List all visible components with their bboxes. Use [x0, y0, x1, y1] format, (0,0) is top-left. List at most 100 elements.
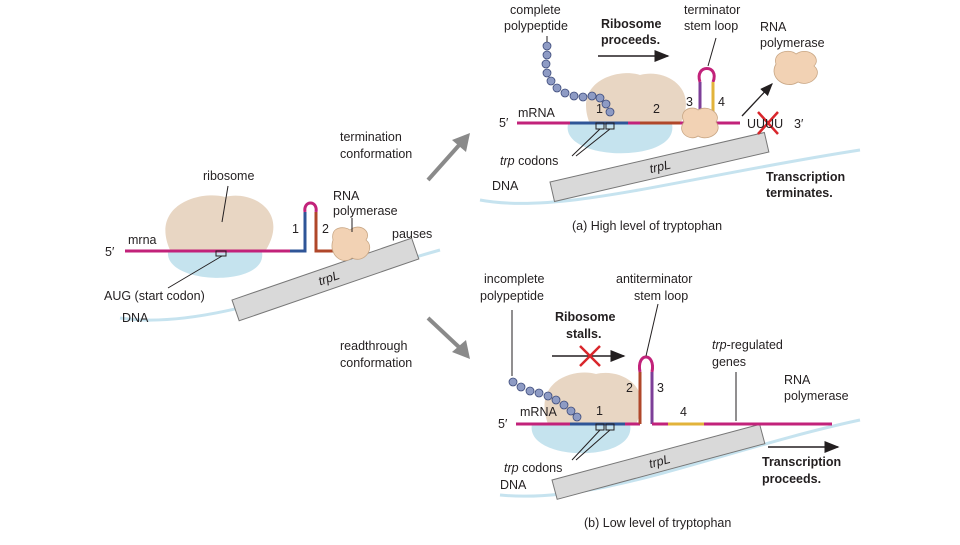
b-trp-codons-label: trp codons: [504, 461, 562, 475]
a-region4-label: 4: [718, 95, 725, 109]
a-codons-text: codons: [515, 154, 559, 168]
left-aug-label: AUG (start codon): [104, 289, 205, 303]
b-dna-label: DNA: [500, 478, 527, 492]
readthrough-line1: readthrough: [340, 339, 407, 353]
b-incomplete-line1: incomplete: [484, 272, 544, 286]
b-trp-pointer-2: [575, 429, 611, 461]
a-dna-label: DNA: [492, 179, 519, 193]
panel-b-low-tryptophan: trpL incomplete polypeptide Ribosome s: [480, 272, 861, 530]
b-proceeds-line2: proceeds.: [762, 472, 821, 486]
a-region1-label: 1: [596, 102, 603, 116]
b-trpl-gene-box: trpL: [551, 423, 766, 500]
a-mrna-label: mRNA: [518, 106, 555, 120]
b-codons-text: codons: [519, 461, 563, 475]
left-region-2: [314, 212, 334, 253]
a-region2-label: 2: [653, 102, 660, 116]
middle-transitions: termination conformation readthrough con…: [340, 130, 470, 370]
b-region4-label: 4: [680, 405, 687, 419]
a-proceeds-line1: Ribosome: [601, 17, 661, 31]
left-ribosome-lower: [167, 252, 263, 278]
a-terminates-line2: terminates.: [766, 186, 833, 200]
termination-arrow-shaft: [426, 141, 463, 182]
a-ribosome-lower: [567, 124, 673, 154]
readthrough-arrow-head: [452, 340, 470, 359]
left-rna-pol-line2: polymerase: [333, 204, 398, 218]
left-region1-label: 1: [292, 222, 299, 236]
b-antiterminator-line2: stem loop: [634, 289, 688, 303]
b-incomplete-polypeptide: [508, 377, 582, 422]
termination-line2: conformation: [340, 147, 412, 161]
a-complete-line1: complete: [510, 3, 561, 17]
left-ribosome-upper: [165, 195, 274, 250]
a-three-prime: 3′: [794, 117, 804, 131]
a-complete-line2: polypeptide: [504, 19, 568, 33]
left-ribosome-label: ribosome: [203, 169, 254, 183]
readthrough-line2: conformation: [340, 356, 412, 370]
a-released-rna-polymerase: [773, 50, 818, 85]
left-aug-codon-box: [215, 250, 227, 257]
a-release-arrow: [741, 83, 773, 117]
a-five-prime: 5′: [499, 116, 509, 130]
b-proceeds-line1: Transcription: [762, 455, 841, 469]
left-gene-label: trpL: [317, 268, 342, 288]
a-gene-label: trpL: [648, 158, 672, 176]
left-trpl-gene-box: trpL: [231, 237, 420, 322]
a-rna-pol-line2: polymerase: [760, 36, 825, 50]
a-trpl-gene-box: trpL: [549, 131, 770, 203]
a-region3-label: 3: [686, 95, 693, 109]
left-five-prime: 5′: [105, 245, 115, 259]
b-red-x-2: [579, 345, 601, 367]
b-five-prime: 5′: [498, 417, 508, 431]
b-region1-label: 1: [596, 404, 603, 418]
a-rna-pol-line1: RNA: [760, 20, 787, 34]
left-ribosome-pointer: [221, 185, 229, 223]
b-regulated-line2: genes: [712, 355, 746, 369]
b-dna-strand: [499, 418, 861, 498]
a-trp-codons-label: trp codons: [500, 154, 558, 168]
b-antiterminator-loop: [638, 355, 654, 373]
a-trp-pointer-1: [571, 128, 601, 157]
left-region2-label: 2: [322, 222, 329, 236]
b-regulated-line1: trp-regulated: [712, 338, 783, 352]
b-trp-italic: trp: [504, 461, 519, 475]
a-red-x-2: [757, 111, 779, 135]
b-regulated-italic: trp: [712, 338, 727, 352]
a-complete-polypeptide: [541, 41, 615, 117]
left-pauses-label: pauses: [392, 227, 432, 241]
b-ribosome-lower: [531, 424, 631, 454]
b-regulated-rest: -regulated: [727, 338, 783, 352]
b-stalls-line2: stalls.: [566, 327, 601, 341]
b-rna-pol-line2: polymerase: [784, 389, 849, 403]
b-caption: (b) Low level of tryptophan: [584, 516, 731, 530]
a-terminator-line2: stem loop: [684, 19, 738, 33]
a-uuu-label: UUUU: [747, 117, 783, 131]
left-mrna-label: mrna: [128, 233, 157, 247]
b-antiterminator-line1: antiterminator: [616, 272, 692, 286]
left-aug-pointer: [167, 255, 223, 289]
a-terminator-pointer: [707, 37, 717, 67]
panel-a-high-tryptophan: trpL complete polypeptide: [479, 3, 861, 233]
left-rna-pol-line1: RNA: [333, 189, 360, 203]
b-trp-pointer-1: [571, 429, 601, 461]
left-dna-label: DNA: [122, 311, 149, 325]
a-trp-italic: trp: [500, 154, 515, 168]
b-region3-label: 3: [657, 381, 664, 395]
b-region2-label: 2: [626, 381, 633, 395]
a-terminates-line1: Transcription: [766, 170, 845, 184]
left-loop: [303, 201, 318, 213]
a-trp-pointer-2: [575, 128, 611, 157]
a-caption: (a) High level of tryptophan: [572, 219, 722, 233]
b-mrna-label: mRNA: [520, 405, 557, 419]
a-terminator-loop: [697, 67, 716, 83]
left-rna-polymerase-blob: [331, 226, 371, 261]
b-incomplete-line2: polypeptide: [480, 289, 544, 303]
termination-line1: termination: [340, 130, 402, 144]
termination-arrow-head: [452, 133, 470, 152]
b-gene-label: trpL: [647, 452, 671, 471]
a-dna-strand: [479, 148, 861, 205]
b-rna-pol-line1: RNA: [784, 373, 811, 387]
left-region-1: [290, 212, 307, 253]
readthrough-arrow-shaft: [426, 316, 463, 351]
